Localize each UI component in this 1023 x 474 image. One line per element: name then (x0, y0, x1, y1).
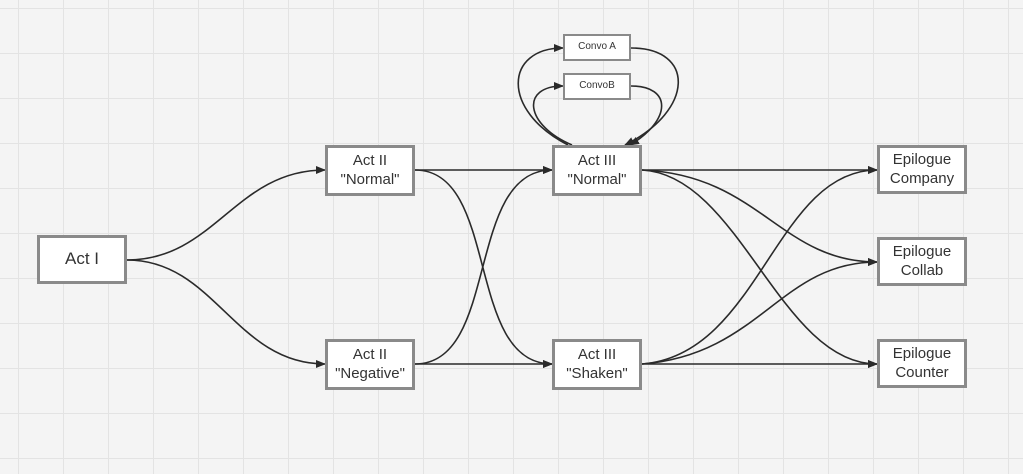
node-convo-a[interactable]: Convo A (563, 34, 631, 61)
node-convo-b-label: ConvoB (579, 80, 615, 92)
node-act-2-normal-subtitle: "Normal" (340, 170, 400, 188)
node-epilogue-collab-subtitle: Collab (900, 261, 944, 279)
node-epilogue-company[interactable]: Epilogue Company (877, 145, 967, 194)
node-act-2-negative-subtitle: "Negative" (335, 364, 405, 382)
connector-act-1-to-act-2-normal[interactable] (126, 166, 326, 261)
node-epilogue-company-title: Epilogue (892, 151, 952, 169)
node-act-2-normal[interactable]: Act II "Normal" (325, 145, 415, 196)
node-act-3-normal[interactable]: Act III "Normal" (552, 145, 642, 196)
connector-act-3-normal-to-convo-a[interactable] (517, 44, 569, 146)
connector-convo-b-to-act-3-normal[interactable] (629, 85, 663, 146)
connector-act-1-to-act-2-negative[interactable] (126, 259, 326, 368)
connector-act-3-shaken-to-epilogue-collab[interactable] (641, 258, 878, 365)
node-act-3-shaken-subtitle: "Shaken" (566, 364, 628, 382)
connector-act-2-negative-to-act-3-normal[interactable] (414, 166, 553, 365)
node-epilogue-company-subtitle: Company (889, 169, 955, 187)
node-convo-b[interactable]: ConvoB (563, 73, 631, 100)
node-act-2-negative[interactable]: Act II "Negative" (325, 339, 415, 390)
node-epilogue-counter[interactable]: Epilogue Counter (877, 339, 967, 388)
node-act-1-label: Act I (64, 249, 99, 269)
node-act-3-normal-subtitle: "Normal" (567, 170, 627, 188)
node-epilogue-counter-title: Epilogue (892, 345, 952, 363)
connector-act-3-normal-to-convo-b[interactable] (532, 82, 573, 146)
node-convo-a-label: Convo A (578, 41, 616, 53)
connector-convo-a-to-act-3-normal[interactable] (624, 47, 679, 146)
node-act-3-normal-title: Act III (577, 152, 617, 170)
node-act-2-negative-title: Act II (352, 346, 388, 364)
node-epilogue-collab[interactable]: Epilogue Collab (877, 237, 967, 286)
node-act-3-shaken[interactable]: Act III "Shaken" (552, 339, 642, 390)
node-epilogue-counter-subtitle: Counter (895, 363, 949, 381)
node-act-1[interactable]: Act I (37, 235, 127, 284)
node-epilogue-collab-title: Epilogue (892, 243, 952, 261)
connector-act-3-shaken-to-epilogue-company[interactable] (641, 166, 878, 365)
node-act-2-normal-title: Act II (352, 152, 388, 170)
connector-act-3-normal-to-epilogue-counter[interactable] (641, 169, 878, 368)
node-act-3-shaken-title: Act III (577, 346, 617, 364)
connector-act-3-normal-to-epilogue-collab[interactable] (641, 169, 878, 266)
